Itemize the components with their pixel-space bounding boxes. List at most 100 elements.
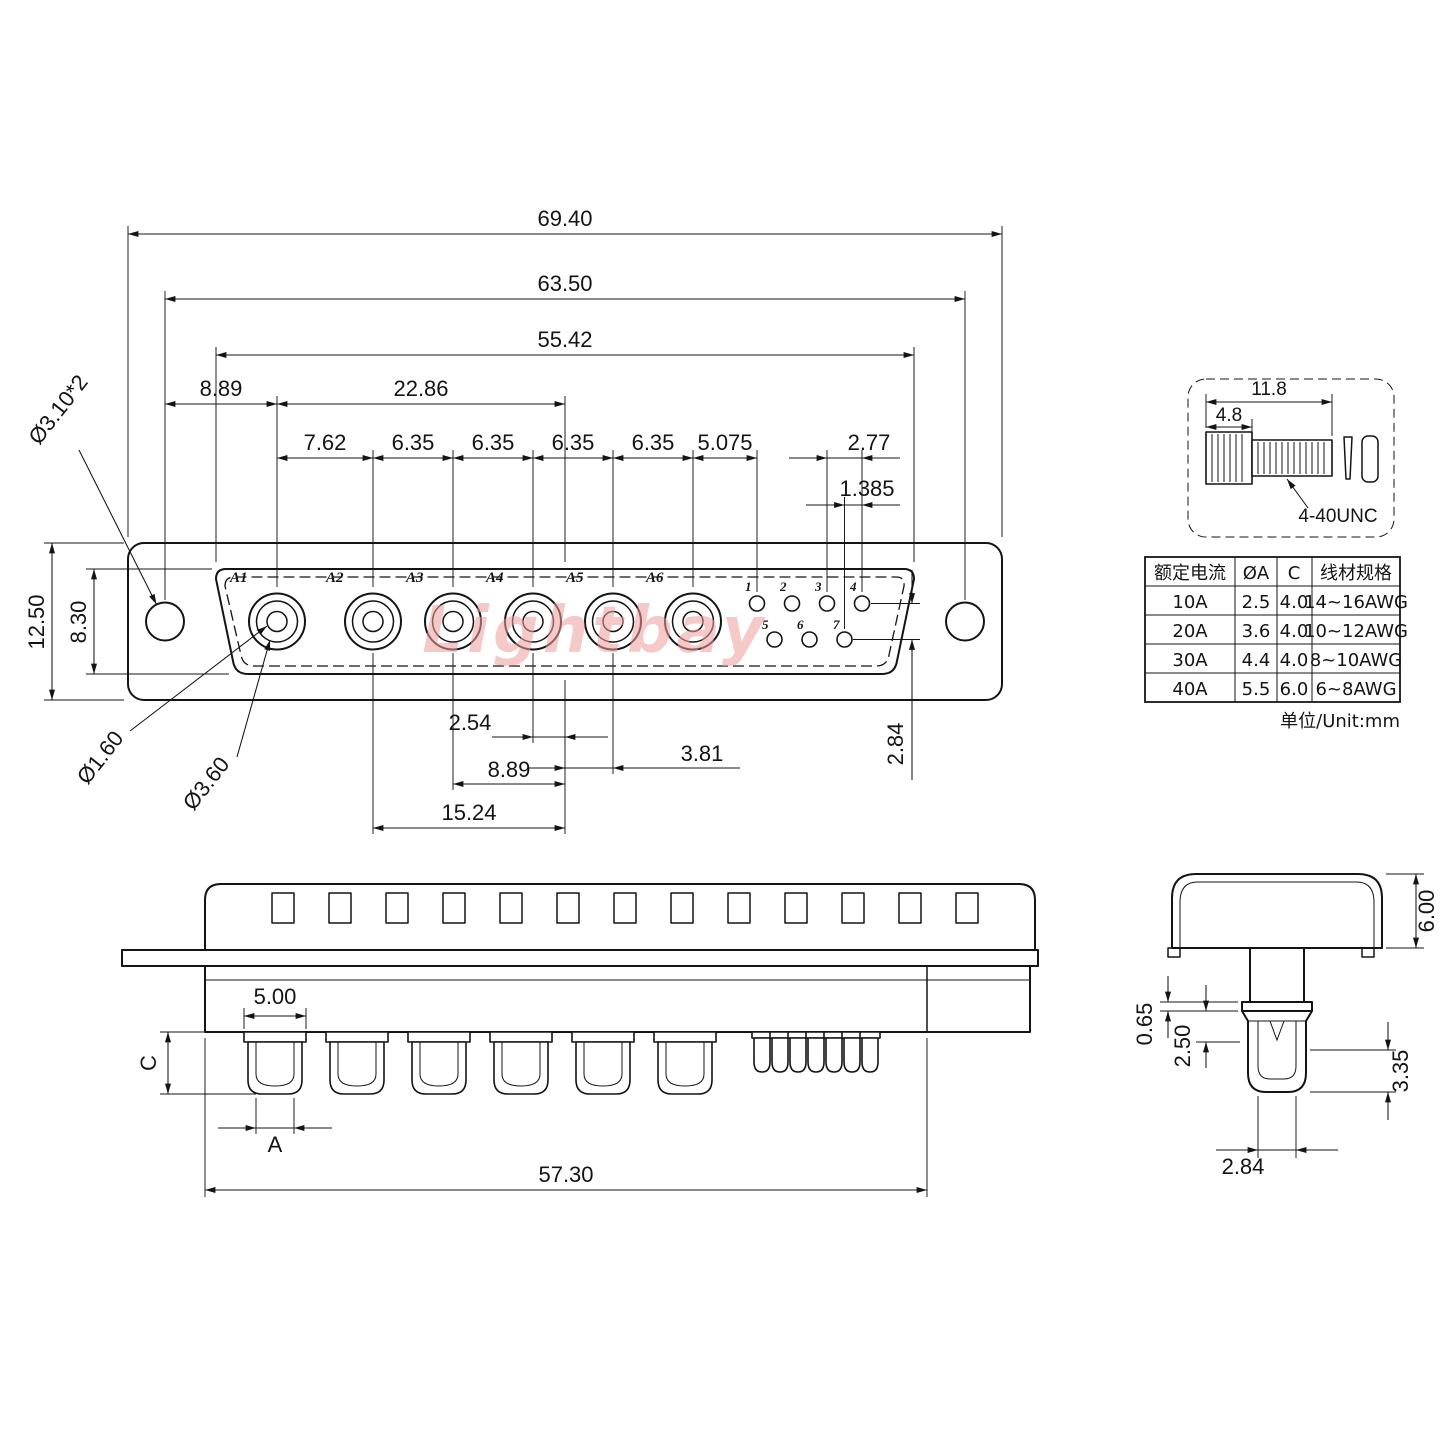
dim-small-pitch: 2.77 <box>848 430 891 455</box>
side-view: 6.00 0.65 2.50 2.84 3.35 <box>1132 873 1439 1179</box>
front-outlines <box>127 542 1003 701</box>
front-dimensions: 69.40 63.50 55.42 8.89 22.86 7.62 6.35 6… <box>23 206 1003 834</box>
spec-table: 额定电流 ØA C 线材规格 10A 2.5 4.0 14~16AWG 20A … <box>1144 556 1408 732</box>
dim-pin-od: Ø3.60 <box>178 752 235 815</box>
dim-row-gap: 2.84 <box>883 723 908 766</box>
dim-row-offset: 1.385 <box>839 476 894 501</box>
side-cup-inner-line <box>1257 1021 1297 1080</box>
rear-coax-cups <box>243 1031 717 1095</box>
dimension-lines <box>48 230 1002 832</box>
leader-lines <box>78 449 271 758</box>
dim-cup-length: 3.35 <box>1388 1050 1413 1093</box>
dim-a6-pin1-pitch: 5.075 <box>697 430 752 455</box>
pin-labels: A1 A2 A3 A4 A5 A6 1 2 3 4 5 6 7 <box>229 570 857 632</box>
table-header-dia-a: ØA <box>1243 563 1270 584</box>
cell-wire-10a: 14~16AWG <box>1304 592 1408 613</box>
signal-pins <box>748 595 871 648</box>
screw-detail: 11.8 4.8 4-40UNC <box>1187 378 1395 538</box>
dim-mount-to-a1: 8.89 <box>200 376 243 401</box>
side-foot-right <box>1361 947 1375 958</box>
table-grid <box>1145 557 1400 702</box>
dim-screw-length: 11.8 <box>1251 379 1287 400</box>
cell-dia-30a: 4.4 <box>1242 650 1271 671</box>
screw-knurl <box>1211 434 1243 482</box>
pin-label-2: 2 <box>779 579 787 594</box>
table-header-wire: 线材规格 <box>1320 563 1392 584</box>
cell-current-30a: 30A <box>1172 650 1208 671</box>
pin-label-a2: A2 <box>325 570 344 586</box>
pin-label-a1: A1 <box>229 570 248 586</box>
dim-a2-a3-pitch: 6.35 <box>392 430 435 455</box>
rear-flange-plate <box>121 949 1039 967</box>
pin-label-a4: A4 <box>485 570 504 586</box>
dim-cup-width: 2.84 <box>1222 1154 1265 1179</box>
table-header-c: C <box>1288 563 1301 584</box>
dim-a1-to-center: 22.86 <box>393 376 448 401</box>
screw-head <box>1205 431 1253 485</box>
table-row: 30A 4.4 4.0 8~10AWG <box>1172 650 1402 671</box>
screw-dimensions: 11.8 4.8 4-40UNC <box>1205 379 1378 527</box>
table-border <box>1144 556 1401 703</box>
cell-current-20a: 20A <box>1172 621 1208 642</box>
side-shell-outline <box>1171 873 1383 949</box>
rear-signal-cups <box>751 1031 881 1073</box>
screw-threads <box>1257 442 1325 474</box>
pin-label-3: 3 <box>814 579 822 594</box>
dim-mount-spacing: 63.50 <box>537 271 592 296</box>
mount-hole-right <box>945 601 985 642</box>
cell-current-40a: 40A <box>1172 679 1208 700</box>
dim-a2-to-center: 15.24 <box>441 800 496 825</box>
dim-a5-a6-pitch: 6.35 <box>632 430 675 455</box>
pin-label-a6: A6 <box>645 570 664 586</box>
dim-cup-depth-label: C <box>136 1055 161 1071</box>
screw-sleeve-part <box>1361 435 1379 483</box>
pin-label-1: 1 <box>745 579 752 594</box>
front-view: A1 A2 A3 A4 A5 A6 1 2 3 4 5 6 7 <box>23 206 1003 834</box>
dim-neck: 2.50 <box>1170 1025 1195 1068</box>
dim-a4-a5-pitch: 6.35 <box>552 430 595 455</box>
extension-lines <box>44 226 1003 834</box>
side-shell-inner-line <box>1179 881 1375 948</box>
cell-c-20a: 4.0 <box>1280 621 1309 642</box>
rear-view: 5.00 C A 57.30 <box>121 883 1039 1197</box>
side-cup-lip <box>1241 1001 1313 1012</box>
dim-cup-id-label: A <box>268 1132 283 1157</box>
thread-spec-label: 4-40UNC <box>1298 506 1377 527</box>
rear-body <box>204 965 1031 1033</box>
dim-screw-head-length: 4.8 <box>1216 405 1242 426</box>
cell-wire-20a: 10~12AWG <box>1304 621 1408 642</box>
cell-dia-10a: 2.5 <box>1242 592 1271 613</box>
dim-a4-to-center: 2.54 <box>449 710 492 735</box>
detail-box-border <box>1187 378 1395 538</box>
dim-total-width: 69.40 <box>537 206 592 231</box>
pin-label-7: 7 <box>833 617 840 632</box>
pin-label-4: 4 <box>849 579 857 594</box>
rear-dimensions: 5.00 C A 57.30 <box>136 984 928 1197</box>
screw-shaft <box>1251 439 1333 477</box>
pin-label-a5: A5 <box>565 570 584 586</box>
cell-c-30a: 4.0 <box>1280 650 1309 671</box>
dim-shell-height: 8.30 <box>66 601 91 644</box>
dim-center-to-a5: 3.81 <box>681 741 724 766</box>
mount-hole-left <box>145 601 185 642</box>
dim-lip: 0.65 <box>1132 1003 1157 1046</box>
dim-flange-height: 12.50 <box>24 594 49 649</box>
watermark: Lightbay <box>422 594 767 668</box>
side-foot-left <box>1167 947 1181 958</box>
dim-a3-to-center: 8.89 <box>488 757 531 782</box>
side-dimensions: 6.00 0.65 2.50 2.84 3.35 <box>1132 873 1439 1179</box>
screw-tip-part <box>1343 436 1353 480</box>
cell-dia-40a: 5.5 <box>1242 679 1271 700</box>
dim-pin-hole-dia: Ø1.60 <box>72 726 129 789</box>
dshell-phantom-outline <box>224 576 905 667</box>
pin-label-5: 5 <box>762 617 769 632</box>
cell-wire-40a: 6~8AWG <box>1315 679 1396 700</box>
table-header-current: 额定电流 <box>1154 563 1226 584</box>
cell-c-10a: 4.0 <box>1280 592 1309 613</box>
side-cup-outline <box>1241 1010 1313 1093</box>
dim-shell-height-side: 6.00 <box>1414 890 1439 933</box>
cell-dia-20a: 3.6 <box>1242 621 1271 642</box>
dim-shell-width: 55.42 <box>537 327 592 352</box>
